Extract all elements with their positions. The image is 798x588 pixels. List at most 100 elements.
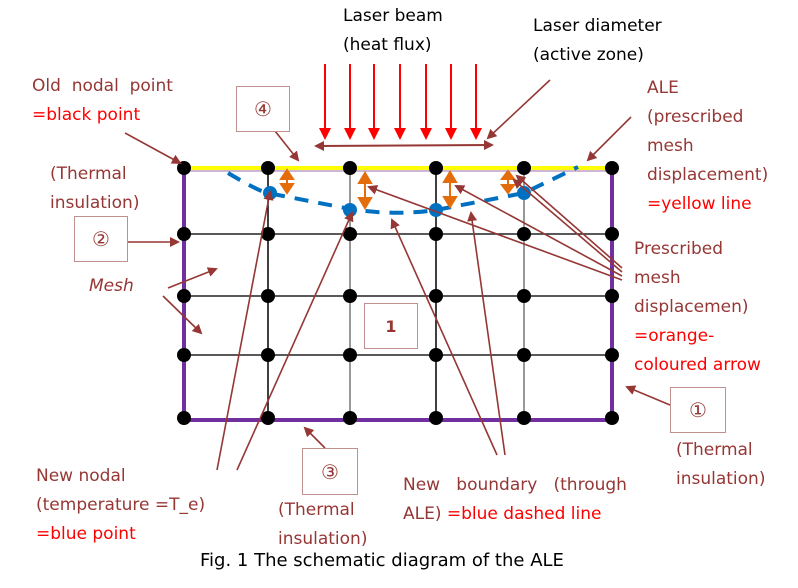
old-node-black-point — [261, 161, 275, 175]
laser-ray-arrowhead — [394, 128, 406, 140]
old-node-black-point — [261, 411, 275, 425]
thermal-bottom-line2: insulation) — [278, 529, 368, 549]
prescribed-line3: displacemen) — [634, 297, 749, 317]
laser-beam-arrows — [319, 64, 482, 140]
thermal-bottom-line1: (Thermal — [278, 500, 355, 520]
old-node-black-point — [261, 227, 275, 241]
label-prescribed-displacement: Prescribed mesh displacemen) =orange- co… — [634, 235, 761, 380]
old-node-black-point — [517, 227, 531, 241]
prescribed-highlight2: coloured arrow — [634, 355, 761, 375]
laser-ray-arrowhead — [344, 128, 356, 140]
new-node-blue-point — [517, 186, 531, 200]
old-node-black-point — [429, 289, 443, 303]
ale-line3: mesh — [647, 136, 694, 156]
label-laser-beam: Laser beam (heat flux) — [343, 2, 443, 60]
old-node-black-point — [429, 227, 443, 241]
orange-arrow — [500, 169, 516, 195]
new-nodal-line2: (temperature =T_e) — [36, 495, 206, 515]
new-nodal-highlight: =blue point — [36, 524, 136, 544]
leader-box4 — [274, 130, 300, 162]
old-node-black-point — [343, 289, 357, 303]
laser-diameter-arrow — [314, 140, 494, 151]
orange-arrow — [279, 168, 295, 195]
label-thermal-right: (Thermal insulation) — [676, 436, 765, 494]
leader-prescribed-4 — [515, 174, 623, 269]
laser-ray-arrowhead — [319, 128, 331, 140]
leader-new-boundary-1 — [390, 218, 498, 456]
new-boundary-line2: ALE) =blue dashed line — [403, 500, 627, 529]
leader-box3 — [303, 426, 326, 449]
old-node-black-point — [343, 161, 357, 175]
new-boundary-line1: New boundary (through — [403, 475, 627, 495]
old-node-black-point — [517, 161, 531, 175]
label-thermal-left: (Thermal insulation) — [50, 160, 139, 218]
leader-box1 — [625, 385, 671, 406]
old-node-black-point — [343, 227, 357, 241]
old-node-black-point — [517, 411, 531, 425]
region-box-1: 1 — [364, 303, 418, 349]
leader-new-boundary-2 — [467, 211, 506, 456]
laser-beam-line1: Laser beam — [343, 6, 443, 26]
old-node-black-point — [177, 289, 191, 303]
old-node-black-point — [261, 289, 275, 303]
mesh-grid — [184, 168, 612, 418]
old-node-black-point — [605, 289, 619, 303]
prescribed-line1: Prescribed — [634, 239, 723, 259]
label-laser-diameter: Laser diameter (active zone) — [533, 12, 662, 70]
old-node-black-point — [343, 411, 357, 425]
leader-ale — [586, 116, 632, 162]
new-node-blue-point — [343, 203, 357, 217]
callout-box-3: ③ — [302, 448, 358, 495]
leader-prescribed-3 — [512, 178, 623, 273]
label-thermal-bottom: (Thermal insulation) — [278, 496, 367, 554]
old-node-black-point — [261, 348, 275, 362]
old-node-black-point — [177, 227, 191, 241]
old-nodal-highlight: =black point — [32, 105, 141, 125]
old-node-black-point — [605, 411, 619, 425]
old-node-black-point — [177, 348, 191, 362]
ale-line2: (prescribed — [647, 107, 744, 127]
leader-mesh-2 — [162, 295, 203, 335]
old-node-black-point — [177, 161, 191, 175]
old-nodes — [177, 161, 619, 425]
prescribed-displacement-arrows — [279, 168, 516, 210]
label-new-nodal: New nodal (temperature =T_e) =blue point — [36, 462, 205, 549]
leader-prescribed-1 — [367, 185, 623, 281]
leader-arrows — [124, 79, 671, 471]
old-node-black-point — [517, 289, 531, 303]
prescribed-line2: mesh — [634, 268, 681, 288]
leader-mesh-1 — [167, 267, 218, 289]
label-mesh: Mesh — [89, 276, 134, 296]
old-nodal-text: Old nodal point — [32, 76, 173, 96]
laser-diameter-line2: (active zone) — [533, 45, 644, 65]
old-node-black-point — [429, 411, 443, 425]
old-node-black-point — [429, 161, 443, 175]
thermal-left-line1: (Thermal — [50, 164, 127, 184]
figure-caption: Fig. 1 The schematic diagram of the ALE — [200, 550, 564, 571]
old-node-black-point — [605, 227, 619, 241]
laser-ray-arrowhead — [445, 128, 457, 140]
ale-highlight: =yellow line — [647, 194, 752, 214]
orange-arrow — [357, 171, 373, 210]
old-node-black-point — [517, 348, 531, 362]
leader-new-nodal-1 — [216, 190, 274, 471]
label-ale: ALE (prescribed mesh displacement) =yell… — [647, 74, 768, 219]
thermal-right-line2: insulation) — [676, 469, 766, 489]
ale-line4: displacement) — [647, 165, 769, 185]
laser-diameter-line1: Laser diameter — [533, 16, 662, 36]
old-node-black-point — [605, 348, 619, 362]
thermal-left-line2: insulation) — [50, 193, 140, 213]
prescribed-highlight1: =orange- — [634, 326, 715, 346]
old-node-black-point — [343, 348, 357, 362]
leader-new-nodal-2 — [236, 211, 354, 471]
new-nodal-line1: New nodal — [36, 466, 126, 486]
leader-old-nodal — [124, 132, 182, 164]
old-node-black-point — [429, 348, 443, 362]
new-boundary-ale: ALE) — [403, 504, 442, 524]
callout-box-1: ① — [670, 387, 726, 433]
label-new-boundary: New boundary (through ALE) =blue dashed … — [403, 471, 627, 529]
old-node-black-point — [177, 411, 191, 425]
new-boundary-highlight: =blue dashed line — [446, 504, 602, 524]
laser-ray-arrowhead — [470, 128, 482, 140]
